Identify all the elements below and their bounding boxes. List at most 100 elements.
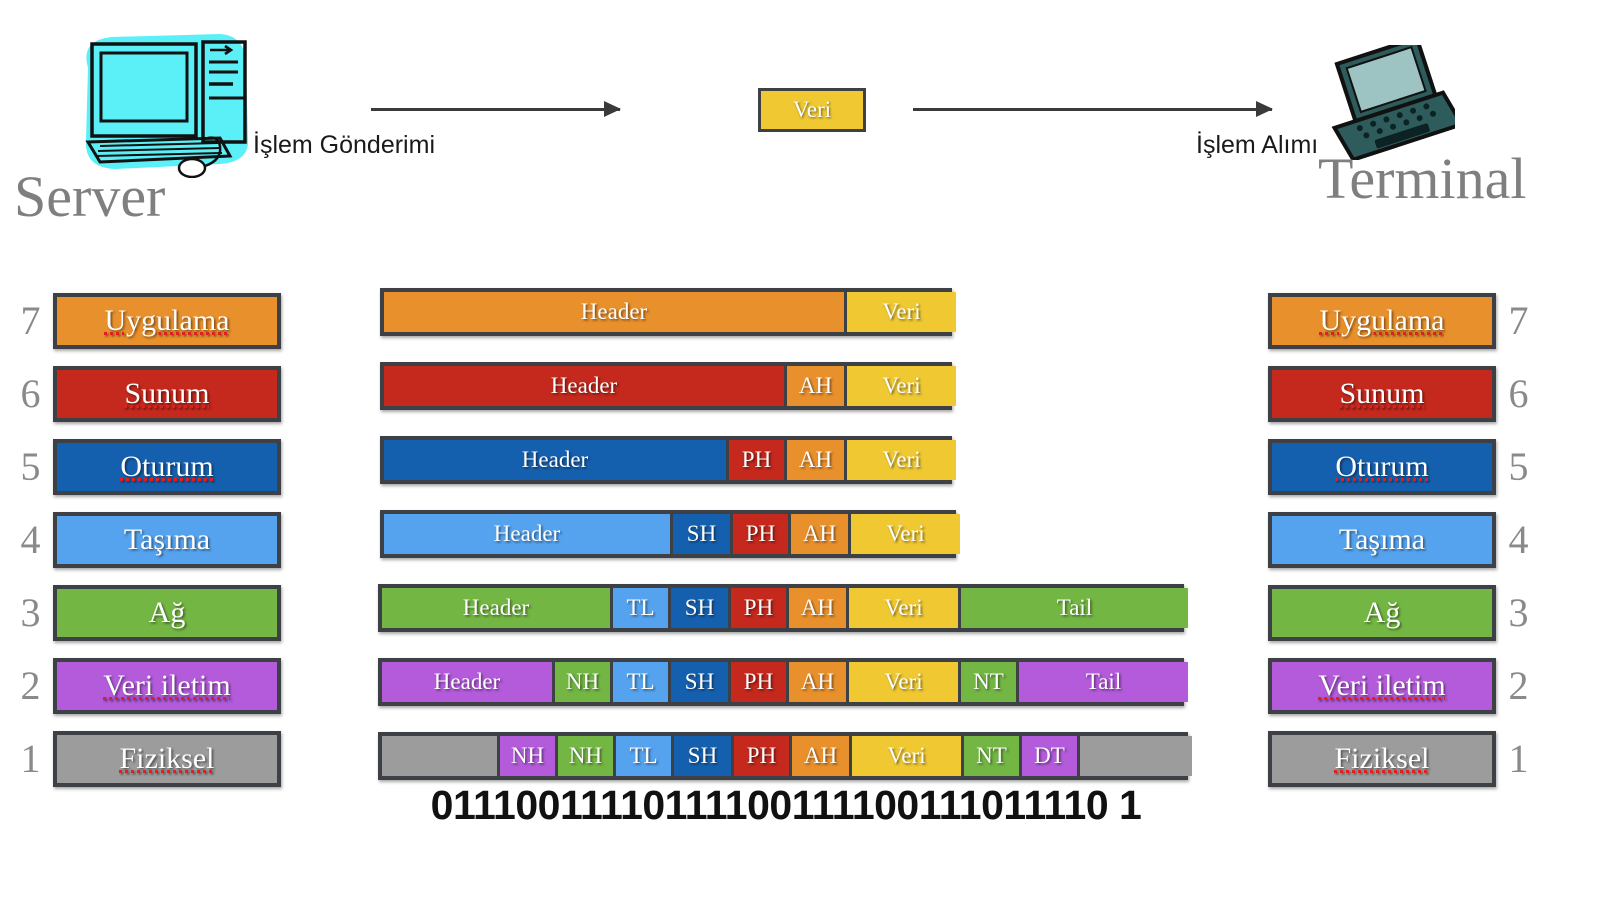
layer-number: 2 (1508, 662, 1529, 708)
osi-layer-label: Uygulama (104, 303, 230, 337)
pdu-bar-layer-6: Header AH Veri (380, 362, 956, 410)
pdu-segment-ph: PH (726, 440, 784, 480)
layer-number: 5 (20, 443, 41, 489)
pdu-segment-label: Tail (1085, 669, 1122, 694)
pdu-segment-label: NH (568, 743, 603, 768)
pdu-segment-dt: DT (1019, 736, 1077, 776)
osi-layer-ağ[interactable]: Ağ (1268, 584, 1496, 641)
pdu-segment-label: PH (746, 743, 777, 768)
pdu-segment-veri: Veri (844, 366, 956, 406)
pdu-segment-header: Header (384, 366, 784, 406)
pdu-segment-label: Tail (1056, 595, 1093, 620)
server-computer-icon (70, 28, 260, 179)
osi-layer-row: 4 Taşıma (8, 503, 298, 576)
layer-number: 5 (1508, 443, 1529, 489)
pdu-segment-ah: AH (786, 588, 846, 628)
pdu-segment-label: Header (550, 373, 618, 398)
terminal-label: Terminal (1318, 146, 1527, 211)
osi-layer-label: Veri iletim (1318, 668, 1446, 702)
osi-layer-sunum[interactable]: Sunum (1268, 365, 1496, 422)
pdu-segment-label: TL (626, 669, 655, 694)
osi-layer-veri-iletim[interactable]: Veri iletim (53, 657, 281, 714)
pdu-segment-label: Header (433, 669, 501, 694)
layer-number: 6 (1508, 370, 1529, 416)
osi-layer-label: Uygulama (1319, 303, 1445, 337)
osi-layer-row: Fiziksel 1 (1268, 722, 1558, 795)
pdu-segment-label: SH (684, 669, 715, 694)
pdu-segment-veri: Veri (846, 662, 958, 702)
pdu-segment-veri: Veri (844, 292, 956, 332)
pdu-segment-ph: PH (728, 662, 786, 702)
pdu-segment-label: AH (800, 669, 835, 694)
osi-layer-label: Ağ (148, 595, 186, 629)
pdu-segment-label: NH (510, 743, 545, 768)
pdu-segment-label: Veri (882, 447, 921, 472)
layer-number: 4 (1508, 516, 1529, 562)
pdu-segment-label: Header (462, 595, 530, 620)
osi-layer-label: Ağ (1363, 595, 1401, 629)
pdu-segment-tail: Tail (1016, 662, 1188, 702)
pdu-segment-nt: NT (958, 662, 1016, 702)
pdu-segment-label: DT (1034, 743, 1065, 768)
pdu-segment-tl: TL (610, 588, 668, 628)
pdu-segment-ah: AH (784, 366, 844, 406)
osi-layer-uygulama[interactable]: Uygulama (1268, 292, 1496, 349)
pdu-segment-label: Veri (882, 373, 921, 398)
layer-number: 3 (20, 589, 41, 635)
pdu-segment-ah: AH (784, 440, 844, 480)
osi-layer-uygulama[interactable]: Uygulama (53, 292, 281, 349)
pdu-segment-header: Header (382, 662, 552, 702)
osi-layer-row: Sunum 6 (1268, 357, 1558, 430)
pdu-segment-label: Veri (886, 521, 925, 546)
pdu-segment-ah: AH (788, 514, 848, 554)
pdu-segment-header: Header (384, 514, 670, 554)
osi-layer-veri-iletim[interactable]: Veri iletim (1268, 657, 1496, 714)
osi-layer-row: Oturum 5 (1268, 430, 1558, 503)
pdu-segment-tail: Tail (958, 588, 1188, 628)
pdu-segment-label: PH (743, 595, 774, 620)
osi-layer-sunum[interactable]: Sunum (53, 365, 281, 422)
pdu-segment-label: Veri (882, 299, 921, 324)
osi-layer-taşıma[interactable]: Taşıma (53, 511, 281, 568)
osi-layer-fiziksel[interactable]: Fiziksel (1268, 730, 1496, 787)
pdu-segment-label: NH (565, 669, 600, 694)
pdu-segment-label: PH (741, 447, 772, 472)
pdu-segment-ph: PH (728, 588, 786, 628)
data-packet-box: Veri (758, 88, 866, 132)
osi-layer-label: Sunum (1339, 376, 1425, 410)
osi-layer-label: Taşıma (1338, 522, 1426, 556)
transmission-overview: Server Terminal İşlem Gönderimi İşlem Al… (0, 0, 1600, 260)
layer-number: 1 (1508, 735, 1529, 781)
layer-number: 2 (20, 662, 41, 708)
pdu-segment-label: Header (493, 521, 561, 546)
pdu-segment-ph: PH (731, 736, 789, 776)
send-process-label: İşlem Gönderimi (253, 131, 435, 159)
osi-layer-label: Oturum (120, 449, 214, 483)
pdu-segment-sh: SH (668, 588, 728, 628)
osi-layer-oturum[interactable]: Oturum (53, 438, 281, 495)
pdu-segment-blank (1077, 736, 1192, 776)
pdu-segment-ah: AH (786, 662, 846, 702)
osi-layer-ağ[interactable]: Ağ (53, 584, 281, 641)
pdu-segment-veri: Veri (844, 440, 956, 480)
osi-layer-taşıma[interactable]: Taşıma (1268, 511, 1496, 568)
pdu-segment-ph: PH (730, 514, 788, 554)
pdu-segment-label: TL (629, 743, 658, 768)
pdu-segment-nt: NT (961, 736, 1019, 776)
pdu-segment-label: AH (803, 743, 838, 768)
layer-number: 4 (20, 516, 41, 562)
pdu-segment-nh: NH (552, 662, 610, 702)
send-arrow (371, 101, 621, 117)
osi-layer-label: Taşıma (123, 522, 211, 556)
osi-layer-fiziksel[interactable]: Fiziksel (53, 730, 281, 787)
osi-layer-oturum[interactable]: Oturum (1268, 438, 1496, 495)
osi-layer-label: Fiziksel (119, 741, 215, 775)
osi-layer-row: Veri iletim 2 (1268, 649, 1558, 722)
